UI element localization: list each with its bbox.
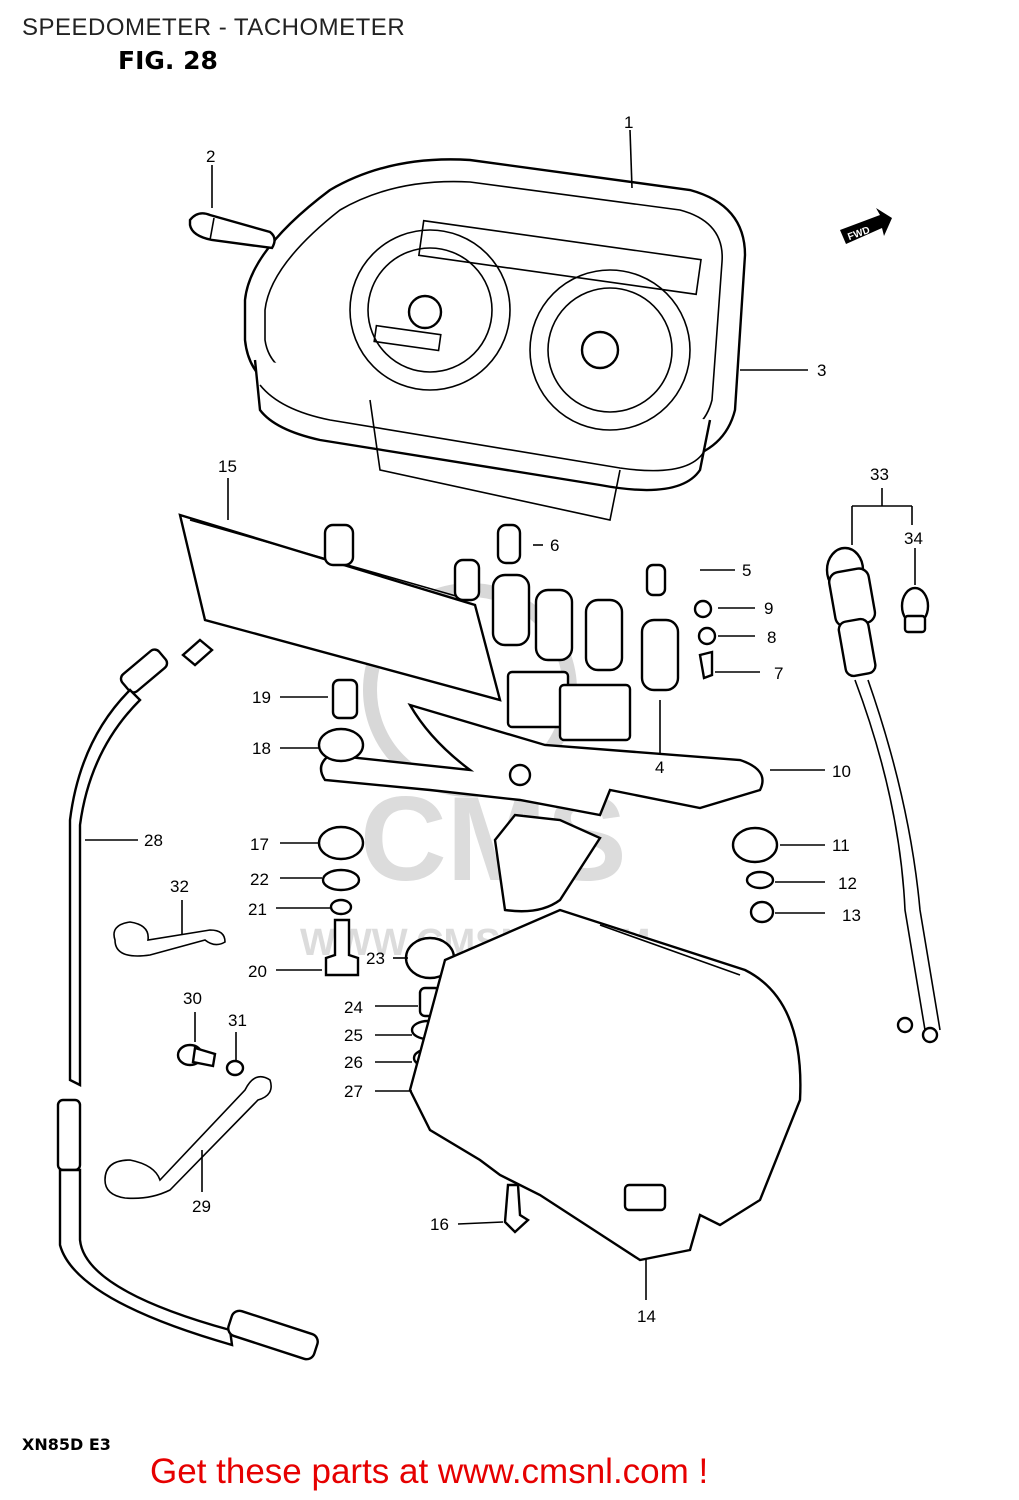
- label-part-8: 8: [767, 628, 776, 647]
- label-part-21: 21: [248, 900, 267, 919]
- grommets-right: [731, 826, 779, 924]
- label-part-31: 31: [228, 1011, 247, 1030]
- label-part-10: 10: [832, 762, 851, 781]
- part-28-cable: [56, 638, 319, 1361]
- label-part-4: 4: [655, 758, 664, 777]
- page-title: SPEEDOMETER - TACHOMETER: [22, 14, 406, 41]
- label-part-1: 1: [624, 113, 633, 132]
- label-part-19: 19: [252, 688, 271, 707]
- label-part-22: 22: [250, 870, 269, 889]
- part-2-bulb: [188, 212, 276, 250]
- instrument-cluster: [243, 158, 747, 521]
- label-part-27: 27: [344, 1082, 363, 1101]
- label-part-13: 13: [842, 906, 861, 925]
- model-code: XN85D E3: [22, 1435, 111, 1454]
- label-part-25: 25: [344, 1026, 363, 1045]
- label-part-24: 24: [344, 998, 363, 1017]
- label-part-14: 14: [637, 1307, 656, 1326]
- label-part-7: 7: [774, 664, 783, 683]
- small-hardware-right: [693, 599, 717, 680]
- part-33-34-lamp: [825, 546, 941, 1044]
- label-part-18: 18: [252, 739, 271, 758]
- label-part-17: 17: [250, 835, 269, 854]
- label-part-12: 12: [838, 874, 857, 893]
- part-number-labels: 1 2 3 4 5 6 7 8 9 10 11 12 13 14 15 16 1…: [144, 113, 923, 1326]
- label-part-23: 23: [366, 949, 385, 968]
- label-part-5: 5: [742, 561, 751, 580]
- label-part-20: 20: [248, 962, 267, 981]
- label-part-16: 16: [430, 1215, 449, 1234]
- label-part-11: 11: [832, 836, 850, 855]
- part-10-bracket: [319, 703, 764, 913]
- label-part-29: 29: [192, 1197, 211, 1216]
- leader-lines: [85, 129, 916, 1300]
- label-part-32: 32: [170, 877, 189, 896]
- label-part-15: 15: [218, 457, 237, 476]
- part-32-clip: [113, 921, 226, 957]
- bulb-sockets: [323, 523, 680, 742]
- figure-number: FIG. 28: [118, 46, 218, 75]
- label-part-30: 30: [183, 989, 202, 1008]
- part-14-lower-cover: [408, 908, 802, 1262]
- label-part-33: 33: [870, 465, 889, 484]
- label-part-6: 6: [550, 536, 559, 555]
- label-part-28: 28: [144, 831, 163, 850]
- footer-link-text[interactable]: Get these parts at www.cmsnl.com !: [150, 1452, 709, 1491]
- grommets-left: [317, 678, 365, 977]
- label-part-34: 34: [904, 529, 923, 548]
- part-16-screw: [503, 1183, 530, 1234]
- label-part-2: 2: [206, 147, 215, 166]
- part-30-31-hardware: [176, 1043, 245, 1077]
- fwd-arrow-icon: FWD: [840, 208, 892, 244]
- label-part-9: 9: [764, 599, 773, 618]
- label-part-26: 26: [344, 1053, 363, 1072]
- label-part-3: 3: [817, 361, 826, 380]
- part-29-clip: [104, 1075, 272, 1200]
